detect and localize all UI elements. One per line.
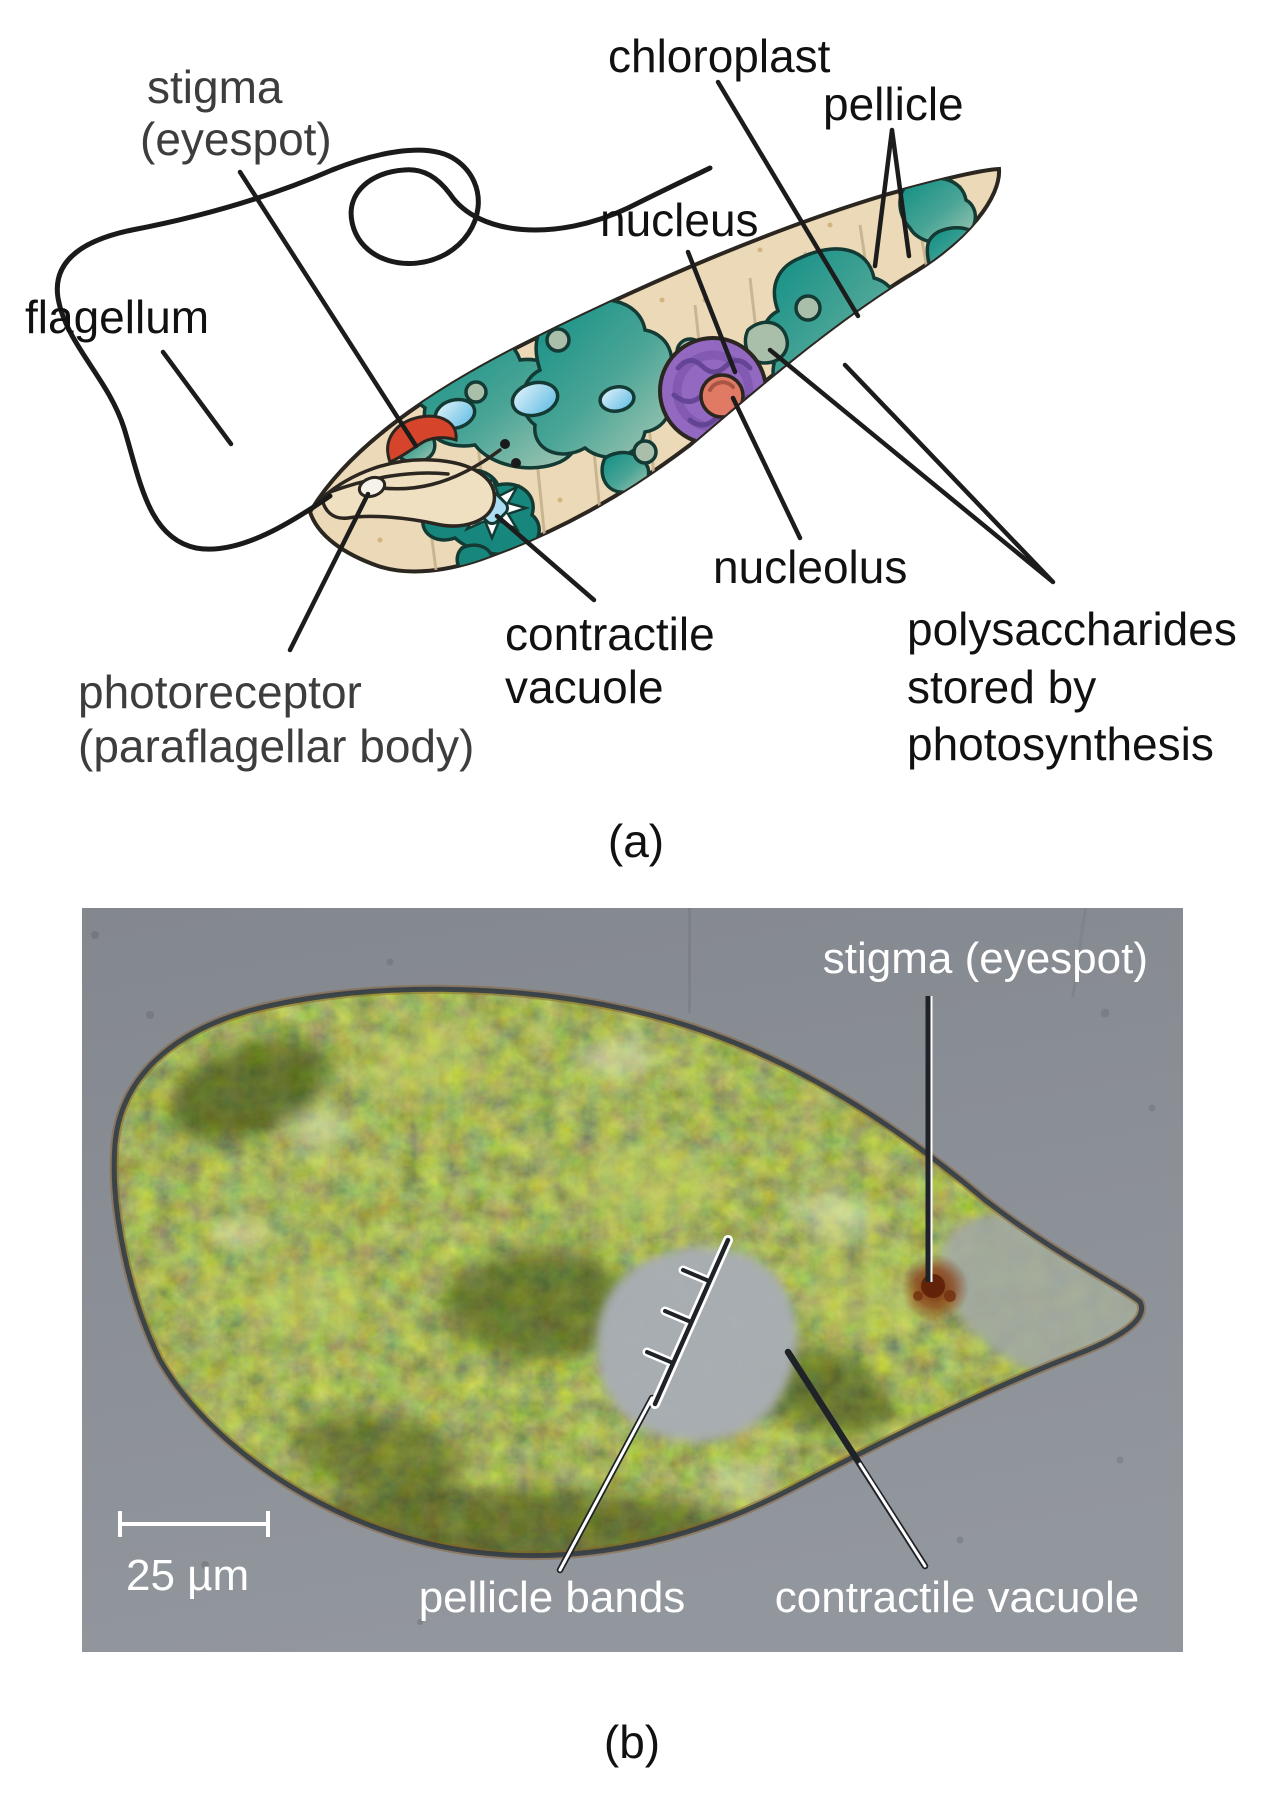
chloroplast-leader-line <box>715 79 861 319</box>
nucleolus-shade <box>708 380 735 392</box>
panel-a-caption: (a) <box>608 815 664 867</box>
nucleolus-leader-line <box>730 395 803 541</box>
panel-a-diagram: stigma (eyespot) flagellum chloroplast p… <box>25 30 1237 867</box>
panel-a-labels: stigma (eyespot) flagellum chloroplast p… <box>25 30 1237 772</box>
scale-bar-label: 25 µm <box>126 1551 249 1600</box>
micrograph-contractile-vacuole-label: contractile vacuole <box>775 1573 1139 1622</box>
contractile-vacuole-leader-line <box>494 513 597 603</box>
basal-body-dot <box>500 439 510 449</box>
contractile-vacuole-label-line2: vacuole <box>505 661 664 713</box>
nucleus-group <box>658 336 768 446</box>
micrograph-stigma-spot <box>901 1254 969 1322</box>
contractile-vacuole-pointer <box>784 1348 929 1570</box>
storage-granule <box>510 380 560 418</box>
polysaccharides-label-line2: stored by <box>907 661 1096 713</box>
storage-granule <box>598 385 636 413</box>
micrograph-contractile-vacuole <box>596 1246 798 1442</box>
vacuole-teal-bit <box>455 543 494 572</box>
contractile-vacuole-label: contractile <box>505 608 715 660</box>
stigma-label: stigma <box>147 61 283 113</box>
chloroplast-blob <box>925 226 990 283</box>
panel-a-leader-lines <box>160 79 1056 653</box>
background-debris <box>91 908 1156 1625</box>
polysaccharides-leader-line <box>767 347 1056 585</box>
photoreceptor-body <box>357 475 387 499</box>
chloroplast-blob <box>674 450 760 512</box>
nucleus-leader-line <box>685 249 738 375</box>
stigma-label-line2: (eyespot) <box>140 113 332 165</box>
flagellum-curve <box>54 147 713 552</box>
panel-b-micrograph: stigma (eyespot) 25 µm pellicle bands co… <box>82 908 1183 1768</box>
photoreceptor-label: photoreceptor <box>78 666 362 718</box>
polysaccharides-label-line3: photosynthesis <box>907 718 1214 770</box>
cell-shading <box>168 1022 924 1556</box>
pellicle-bands-comb-marker <box>642 1235 733 1409</box>
nucleus-label: nucleus <box>600 194 759 246</box>
pellicle-bands-pointer <box>556 1394 656 1574</box>
basal-body-dot <box>511 458 521 468</box>
storage-granule <box>764 395 812 431</box>
anterior-group <box>320 414 521 528</box>
scale-bar <box>118 1511 270 1537</box>
cell-outline-dark <box>111 986 1144 1559</box>
flagellum-label: flagellum <box>25 291 209 343</box>
polysaccharides-label: polysaccharides <box>907 603 1237 655</box>
polysaccharide-granule <box>545 327 571 353</box>
stigma-pointer <box>925 996 933 1282</box>
photoreceptor-leader-line <box>287 491 371 653</box>
polysaccharide-granule <box>632 439 658 465</box>
photoreceptor-label-line2: (paraflagellar body) <box>78 720 474 772</box>
pellicle-leader-line <box>872 127 912 269</box>
pellicle-label: pellicle <box>823 78 964 130</box>
chloroplast-label: chloroplast <box>608 30 831 82</box>
panel-b-caption: (b) <box>604 1716 660 1768</box>
stigma-leader-line <box>237 169 419 449</box>
micrograph-stigma-label: stigma (eyespot) <box>823 934 1148 983</box>
pellicle-bands-label: pellicle bands <box>419 1573 686 1622</box>
nucleolus-label: nucleolus <box>713 541 907 593</box>
flagellum-leader-line <box>160 349 234 447</box>
polysaccharide-granule <box>794 294 822 322</box>
polysaccharide-granule <box>464 380 488 404</box>
